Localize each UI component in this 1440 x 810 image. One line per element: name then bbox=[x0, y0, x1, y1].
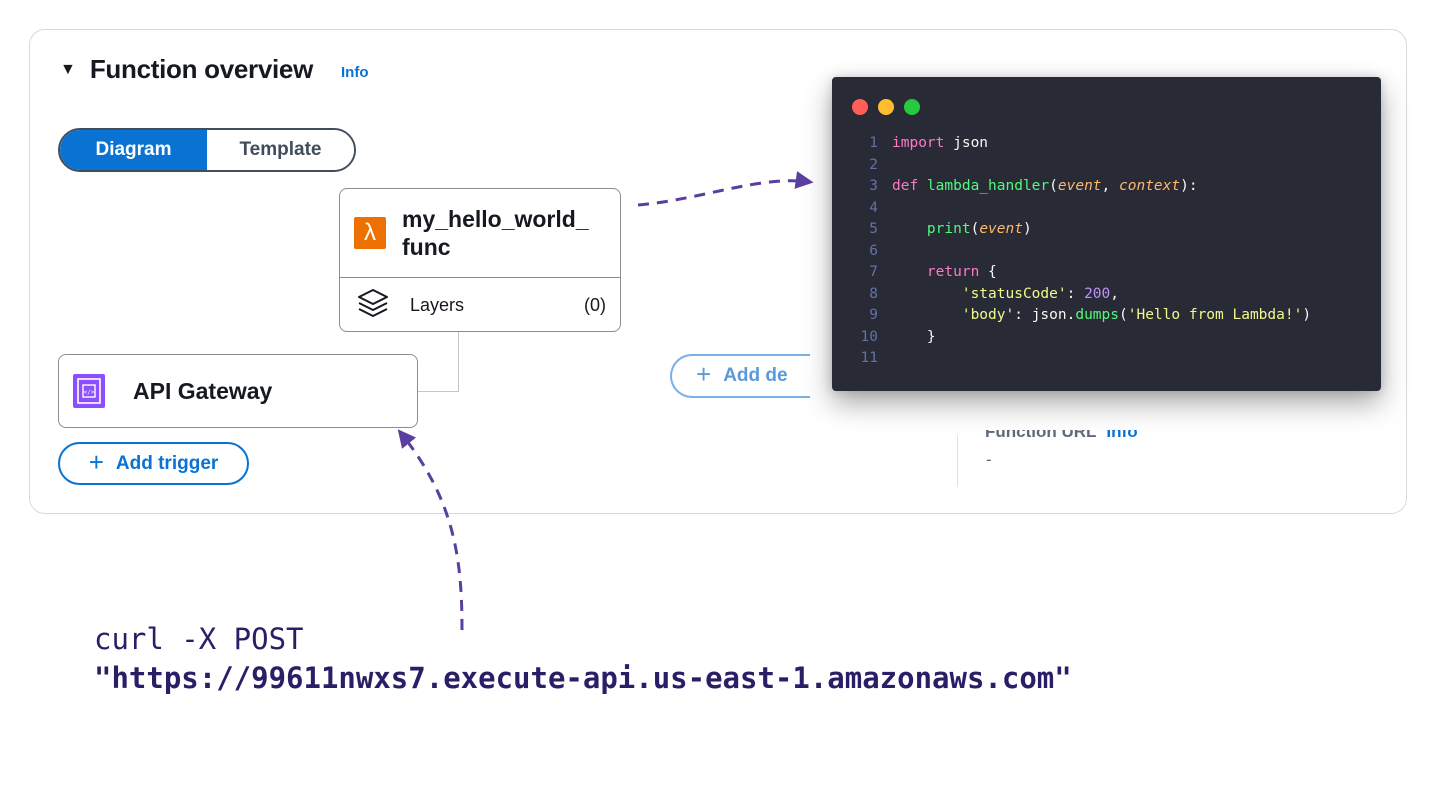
code-token: ) bbox=[1302, 307, 1312, 323]
add-destination-label: Add de bbox=[723, 365, 788, 386]
code-token: 'Hello from Lambda!' bbox=[1127, 307, 1303, 323]
column-divider bbox=[957, 435, 958, 487]
code-token: ): bbox=[1180, 178, 1198, 194]
code-token: json bbox=[944, 135, 989, 151]
code-token: ( bbox=[1119, 307, 1128, 323]
code-token: : bbox=[1066, 285, 1085, 302]
code-token: print bbox=[926, 221, 971, 237]
api-gateway-icon: </> bbox=[73, 374, 105, 408]
function-node-header: λ my_hello_world_func bbox=[340, 189, 620, 278]
add-destination-button[interactable]: + Add de bbox=[670, 354, 810, 398]
code-token: event bbox=[1057, 178, 1102, 194]
minimize-dot-icon bbox=[878, 99, 894, 115]
code-token: lambda_handler bbox=[926, 178, 1050, 194]
layers-row[interactable]: Layers (0) bbox=[340, 278, 620, 332]
layers-label: Layers bbox=[410, 294, 465, 315]
plus-icon: + bbox=[88, 446, 104, 477]
function-url-label-text: Function URL bbox=[985, 422, 1097, 441]
svg-text:</>: </> bbox=[84, 389, 95, 396]
code-line: 9 'body': json.dumps('Hello from Lambda!… bbox=[852, 305, 1311, 327]
diagram-tab[interactable]: Diagram bbox=[60, 130, 207, 170]
line-number: 2 bbox=[869, 156, 878, 173]
panel-title: Function overview bbox=[89, 54, 314, 84]
template-tab[interactable]: Template bbox=[207, 130, 354, 170]
api-gateway-label: API Gateway bbox=[133, 377, 273, 404]
line-number: 10 bbox=[860, 328, 878, 345]
code-token: ) bbox=[1022, 221, 1032, 237]
curl-line-2: "https://99611nwxs7.execute-api.us-east-… bbox=[94, 661, 1072, 695]
code-token: 'body' bbox=[961, 307, 1015, 323]
function-node[interactable]: λ my_hello_world_func Layers (0) bbox=[339, 188, 621, 332]
code-line: 11 bbox=[852, 348, 1311, 370]
connector-line bbox=[418, 391, 459, 392]
view-toggle: Diagram Template bbox=[58, 128, 356, 172]
line-number: 9 bbox=[869, 307, 878, 323]
curl-command: curl -X POST "https://99611nwxs7.execute… bbox=[94, 620, 1072, 698]
code-token: , bbox=[1101, 178, 1119, 194]
code-token: event bbox=[979, 221, 1023, 237]
line-number: 1 bbox=[869, 135, 878, 151]
code-token: context bbox=[1119, 178, 1181, 194]
panel-header: ▼ Function overview Info bbox=[60, 54, 369, 85]
arrow-to-api-gateway bbox=[397, 429, 464, 631]
curl-line-1: curl -X POST bbox=[94, 622, 304, 656]
code-line: 4 bbox=[852, 198, 1311, 220]
code-token: return bbox=[926, 264, 980, 280]
code-token: 'statusCode' bbox=[961, 285, 1067, 302]
function-name: my_hello_world_func bbox=[402, 206, 589, 260]
code-token: } bbox=[892, 328, 936, 345]
plus-icon: + bbox=[696, 359, 712, 389]
code-line: 6 bbox=[852, 241, 1311, 263]
collapse-caret-icon[interactable]: ▼ bbox=[60, 60, 76, 78]
close-dot-icon bbox=[852, 99, 868, 115]
lambda-icon: λ bbox=[354, 217, 386, 249]
code-token: , bbox=[1110, 285, 1120, 302]
function-url-label: Function URL Info bbox=[985, 422, 1138, 442]
layers-count: (0) bbox=[584, 294, 606, 315]
add-trigger-label: Add trigger bbox=[115, 452, 219, 474]
function-url-value: - bbox=[986, 450, 992, 469]
line-number: 8 bbox=[869, 285, 878, 302]
line-number: 6 bbox=[869, 242, 878, 259]
function-url-info-link[interactable]: Info bbox=[1106, 422, 1138, 441]
code-token: : json. bbox=[1014, 307, 1076, 323]
code-line: 8 'statusCode': 200, bbox=[852, 284, 1311, 306]
window-controls bbox=[852, 99, 920, 115]
code-line: 2 bbox=[852, 155, 1311, 177]
code-token: import bbox=[892, 135, 945, 151]
line-number: 7 bbox=[869, 264, 878, 280]
code-token: ( bbox=[1049, 178, 1058, 194]
maximize-dot-icon bbox=[904, 99, 920, 115]
code-token: { bbox=[979, 264, 997, 280]
code-token: 200 bbox=[1084, 285, 1111, 302]
info-link[interactable]: Info bbox=[341, 64, 369, 81]
line-number: 11 bbox=[860, 350, 878, 366]
layers-icon bbox=[356, 287, 390, 324]
code-line: 1 import json bbox=[852, 133, 1311, 155]
code-token: ( bbox=[970, 221, 980, 237]
code-line: 7 return { bbox=[852, 262, 1311, 284]
code-line: 3 def lambda_handler(event, context): bbox=[852, 176, 1311, 198]
line-number: 4 bbox=[869, 199, 878, 216]
line-number: 5 bbox=[869, 221, 878, 237]
arrow-to-code bbox=[637, 171, 814, 207]
line-number: 3 bbox=[869, 178, 878, 194]
code-token: def bbox=[892, 178, 927, 194]
code-line: 5 print(event) bbox=[852, 219, 1311, 241]
code-line: 10 } bbox=[852, 327, 1311, 349]
api-gateway-trigger-node[interactable]: </> API Gateway bbox=[58, 354, 418, 428]
code-token: dumps bbox=[1075, 307, 1119, 323]
add-trigger-button[interactable]: + Add trigger bbox=[58, 442, 249, 485]
connector-line bbox=[458, 332, 459, 392]
